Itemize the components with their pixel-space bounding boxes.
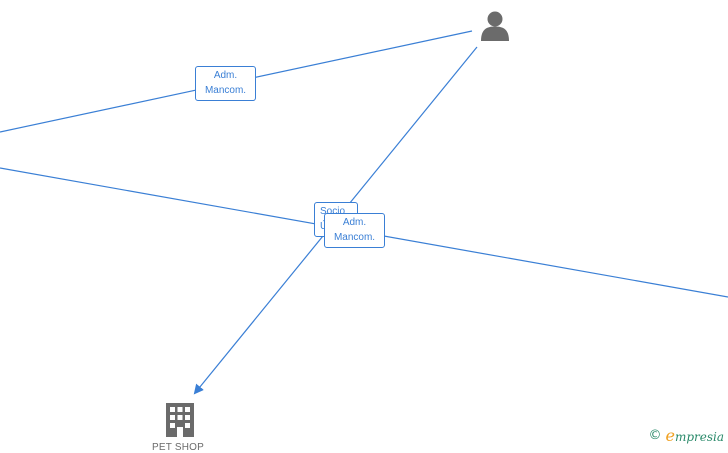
edge-label-line2: Mancom. [204,85,247,96]
building-icon[interactable] [166,403,194,437]
watermark: © empresia [648,426,724,445]
copyright-icon: © [648,428,662,443]
edge-label-line1: Adm. [213,70,238,81]
edge-label-line1: Socio [320,206,346,217]
person-icon[interactable] [481,11,509,42]
brand-logo: empresia [665,426,724,445]
edge-label-adm-mancom-top[interactable]: Adm. Mancom. [195,66,256,101]
edge-label-adm-mancom-middle[interactable]: Adm. Mancom. [324,213,385,248]
edge-label-line2: Mancom. [333,232,376,243]
edge-label-line1: Adm. [342,217,367,228]
company-node-label[interactable]: PET SHOP [152,442,204,453]
